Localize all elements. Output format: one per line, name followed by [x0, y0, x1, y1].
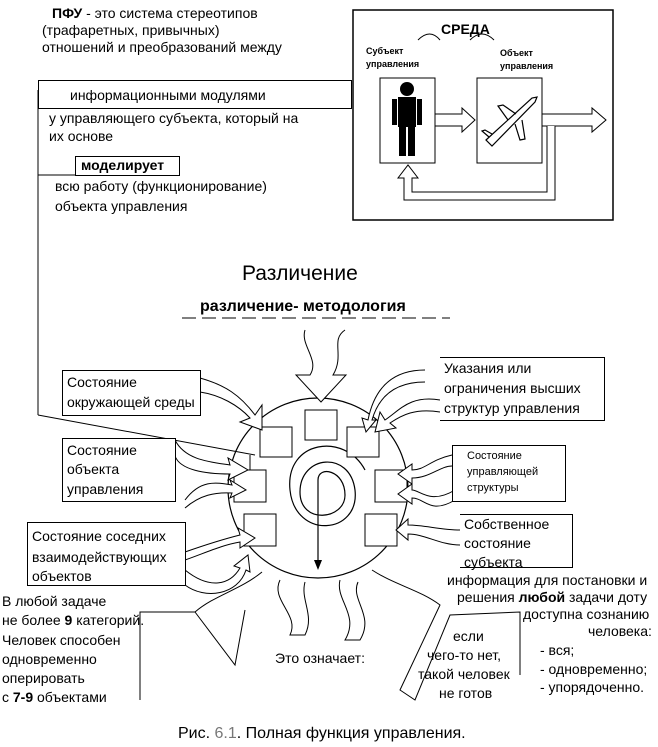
br-line-6: - одновременно;: [540, 661, 648, 677]
obj-state-line-1: Состояние: [67, 442, 137, 458]
bl-line-1: В любой задаче: [2, 593, 107, 609]
intro-line-2: (трафаретных, привычных): [42, 22, 220, 38]
obj-state-line-3: управления: [67, 481, 144, 497]
object-box: [476, 77, 543, 164]
models-box: моделирует: [75, 156, 180, 176]
modules-label: информационными модулями: [70, 87, 266, 103]
not-ready-line-4: не готов: [439, 685, 493, 701]
intro-line-4: у управляющего субъекта, который на: [49, 110, 299, 126]
intro-line-3: отношений и преобразований между: [42, 39, 282, 55]
neighbors-arrow-1: [184, 526, 256, 561]
lower-right-arrow: [371, 569, 521, 701]
airplane-icon: [480, 96, 538, 147]
lower-center-arrow: [277, 579, 310, 636]
not-ready-line-3: такой человек: [418, 666, 510, 682]
ctrl-line-3: структуры: [467, 482, 519, 494]
obj-state-arrow-2: [184, 478, 248, 509]
env-state-line-1: Состояние: [67, 374, 137, 390]
module-square: [259, 426, 293, 458]
figure-caption: Рис. 6.1. Полная функция управления.: [178, 725, 466, 742]
connector-to-circle: [37, 414, 256, 456]
intro-line-6: всю работу (функционирование): [55, 178, 267, 194]
means-label: Это означает:: [275, 650, 365, 666]
subject-label-1: Субъект: [366, 46, 404, 56]
env-arrow-left: [417, 33, 441, 41]
br-line-1: информация для постановки и: [447, 572, 648, 588]
ctrl-arrow-2: [397, 483, 456, 507]
ctrl-line-1: Состояние: [467, 450, 522, 462]
module-square: [346, 426, 380, 458]
intro-line-5: их основе: [49, 128, 114, 144]
neighbors-line-3: объектов: [32, 568, 92, 584]
ctrl-box: Состояние управляющей структуры: [452, 445, 566, 502]
not-ready-line-2: чего-то нет,: [427, 647, 502, 663]
neighbors-line-1: Состояние соседних: [32, 528, 166, 544]
env-state-box: Состояние окружающей среды: [62, 370, 201, 416]
br-line-2: решения любой задачи доту: [457, 589, 648, 605]
neighbors-box: Состояние соседних взаимодействующих объ…: [27, 522, 186, 586]
neighbors-arrow-2: [184, 554, 251, 594]
bl-line-4: одновременно: [2, 651, 97, 667]
own-line-2: состояние: [464, 535, 531, 551]
higher-line-1: Указания или: [444, 360, 532, 376]
br-line-4: человека:: [588, 623, 652, 639]
methodology-arrow: [294, 329, 348, 403]
env-title: СРЕДА: [441, 21, 490, 37]
br-line-7: - упорядоченно.: [540, 679, 644, 695]
models-label: моделирует: [81, 157, 165, 173]
obj-state-arrow-1: [174, 439, 250, 481]
intro-line-7: объекта управления: [55, 198, 188, 214]
bl-line-5: оперировать: [2, 670, 85, 686]
subheading: различение- методология: [200, 298, 406, 315]
own-line-1: Собственное: [464, 516, 550, 532]
module-square: [304, 409, 338, 441]
own-box: Собственное состояние субъекта: [460, 514, 573, 570]
br-line-5: - вся;: [540, 642, 575, 658]
env-state-arrow: [199, 377, 263, 431]
modules-box: информационными модулями: [38, 80, 352, 109]
higher-line-2: ограничения высших: [444, 380, 581, 396]
module-square: [364, 513, 398, 547]
bl-line-3: Человек способен: [2, 632, 121, 648]
higher-box: Указания или ограничения высших структур…: [440, 357, 605, 421]
bl-line-6: с 7-9 объектами: [2, 689, 107, 705]
heading: Различение: [242, 262, 358, 285]
own-line-3: субъекта: [464, 554, 523, 570]
env-state-line-2: окружающей среды: [67, 394, 195, 410]
subject-to-object-arrow: [434, 106, 476, 134]
not-ready-line-1: если: [453, 628, 484, 644]
br-line-3: доступна сознанию: [523, 606, 650, 622]
own-arrow: [395, 517, 461, 546]
ctrl-arrow-1: [397, 454, 453, 485]
higher-line-3: структур управления: [444, 400, 580, 416]
neighbors-line-2: взаимодействующих: [32, 549, 167, 565]
bl-line-2: не более 9 категорий.: [2, 612, 145, 628]
feedback-arrow: [396, 126, 556, 201]
object-label-2: управления: [500, 61, 554, 71]
higher-arrow-2: [361, 369, 426, 434]
object-label-1: Объект: [500, 48, 533, 58]
intro-line-1: ПФУ - это система стереотипов: [52, 5, 258, 21]
environment-frame: [352, 9, 614, 221]
spiral: [289, 445, 366, 565]
env-arrow-right: [469, 33, 495, 41]
obj-state-line-2: объекта: [67, 461, 120, 477]
higher-arrow-1: [374, 398, 441, 433]
person-icon: [392, 82, 422, 156]
ctrl-line-2: управляющей: [467, 466, 539, 478]
lower-left-arrow: [139, 571, 263, 700]
obj-state-box: Состояние объекта управления: [62, 438, 176, 502]
subject-label-2: управления: [366, 59, 420, 69]
